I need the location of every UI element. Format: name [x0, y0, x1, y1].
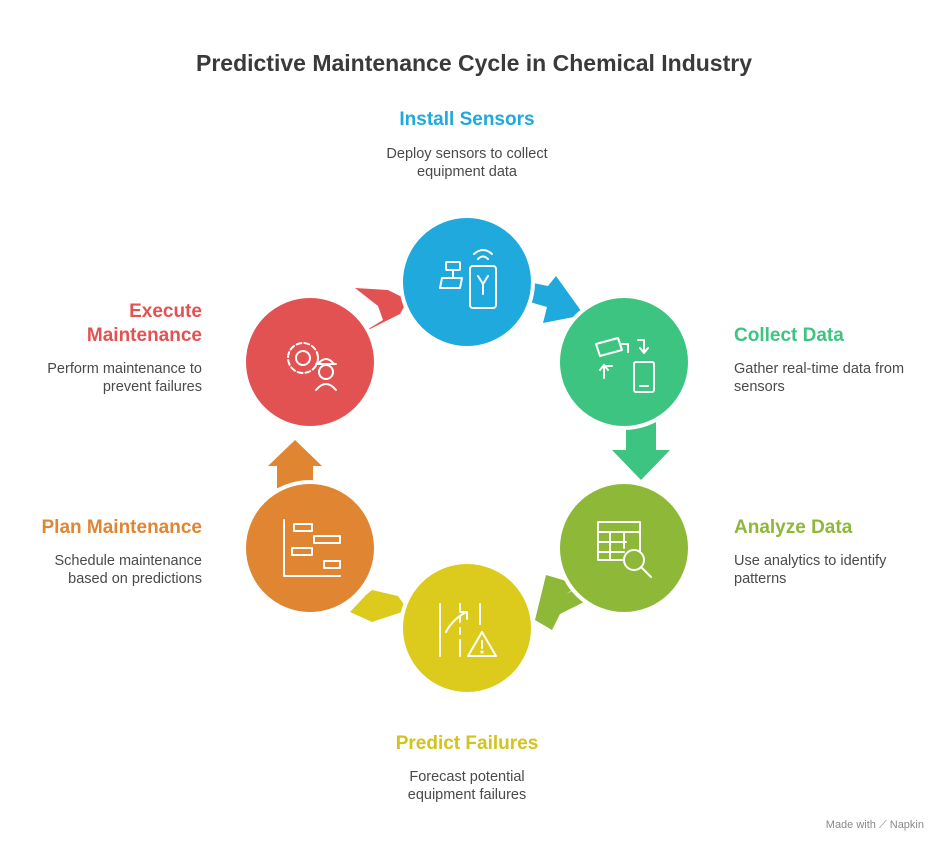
napkin-logo-icon: ⟋ [878, 819, 887, 831]
arrow-plan-to-execute [268, 440, 322, 488]
camera-transfer-icon [595, 337, 655, 393]
desc-line: patterns [734, 571, 787, 587]
desc-line: equipment data [417, 164, 517, 180]
road-warning-icon [439, 603, 497, 657]
desc-line: Deploy sensors to collect [386, 146, 548, 162]
node-collect-data [556, 294, 692, 430]
desc-line: Forecast potential [409, 769, 525, 785]
desc-line: Gather real-time data from [734, 361, 905, 377]
desc-line: Schedule maintenance [54, 553, 202, 569]
desc-line: Perform maintenance to [47, 361, 202, 377]
desc-plan-maintenance: Schedule maintenance based on prediction… [2, 552, 202, 588]
desc-install-sensors: Deploy sensors to collect equipment data [337, 145, 597, 181]
desc-line: Use analytics to identify [734, 553, 887, 569]
desc-line: equipment failures [407, 787, 527, 803]
desc-line: based on predictions [68, 571, 202, 587]
label-line: Execute [129, 301, 202, 322]
footer-prefix: Made with [825, 819, 876, 831]
gear-worker-icon [287, 342, 337, 391]
gantt-chart-icon [283, 519, 341, 577]
label-plan-maintenance: Plan Maintenance [41, 517, 203, 538]
label-collect-data: Collect Data [734, 325, 844, 346]
page-title: Predictive Maintenance Cycle in Chemical… [195, 50, 753, 76]
label-execute-maintenance: Execute Maintenance [2, 300, 202, 348]
arrow-analyze-to-predict [535, 575, 588, 630]
desc-analyze-data: Use analytics to identify patterns [734, 552, 934, 588]
node-install-sensors [399, 214, 535, 350]
desc-line: prevent failures [102, 379, 202, 395]
footer-credit: Made with ⟋ Napkin [826, 819, 924, 832]
footer-brand: Napkin [889, 819, 924, 831]
desc-line: sensors [734, 379, 785, 395]
desc-predict-failures: Forecast potential equipment failures [337, 768, 597, 804]
table-search-icon [597, 521, 652, 578]
node-execute-maintenance [242, 294, 378, 430]
node-plan-maintenance [242, 480, 378, 616]
arrow-predict-to-plan [350, 590, 408, 622]
desc-collect-data: Gather real-time data from sensors [734, 360, 934, 396]
label-predict-failures: Predict Failures [395, 733, 539, 754]
node-predict-failures [399, 560, 535, 696]
arrow-install-to-collect [523, 276, 584, 323]
sensor-phone-icon [439, 249, 497, 309]
label-line: Maintenance [86, 325, 202, 346]
desc-execute-maintenance: Perform maintenance to prevent failures [2, 360, 202, 396]
label-install-sensors: Install Sensors [399, 109, 535, 130]
arrow-execute-to-install [355, 288, 408, 334]
node-analyze-data [556, 480, 692, 616]
arrow-collect-to-analyze [612, 420, 670, 480]
label-analyze-data: Analyze Data [734, 517, 853, 538]
